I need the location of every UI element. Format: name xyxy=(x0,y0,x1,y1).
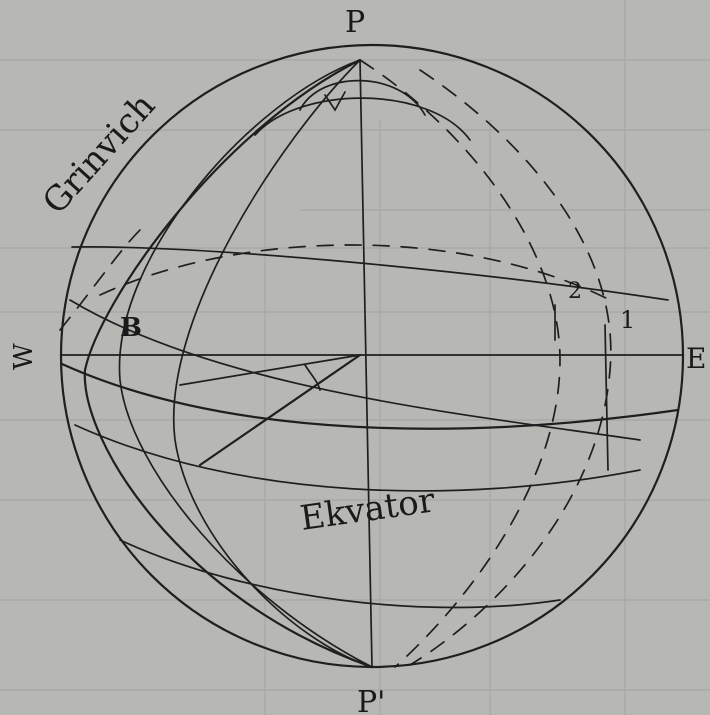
dashed-right-meridian xyxy=(359,59,561,668)
polar-axis xyxy=(359,59,373,668)
dashed-left-arc xyxy=(59,229,141,331)
label-north-pole: P xyxy=(345,5,365,40)
greenwich-meridian xyxy=(83,58,374,669)
dashed-right-meridian-2 xyxy=(409,69,612,666)
mark-tick-2 xyxy=(604,324,609,471)
radius-to-star xyxy=(198,353,362,467)
label-mark-1: 1 xyxy=(620,306,635,334)
latitude-line xyxy=(74,424,641,492)
label-east: E xyxy=(686,342,706,375)
equator-line xyxy=(60,362,680,430)
radius-to-equator xyxy=(179,354,361,386)
pole-angle-mark xyxy=(324,91,346,112)
parallel-lower xyxy=(69,299,641,441)
lower-arc xyxy=(119,539,561,609)
label-south-pole: P' xyxy=(357,685,385,715)
label-mark-2: 2 xyxy=(568,279,582,304)
angle-arc xyxy=(304,364,321,391)
label-point-b: B xyxy=(120,313,142,343)
pole-arc-2 xyxy=(254,97,471,141)
pole-arc-1 xyxy=(299,79,426,116)
parallel-upper xyxy=(71,246,669,301)
label-west: W xyxy=(9,343,39,370)
meridian-inner xyxy=(172,59,373,668)
